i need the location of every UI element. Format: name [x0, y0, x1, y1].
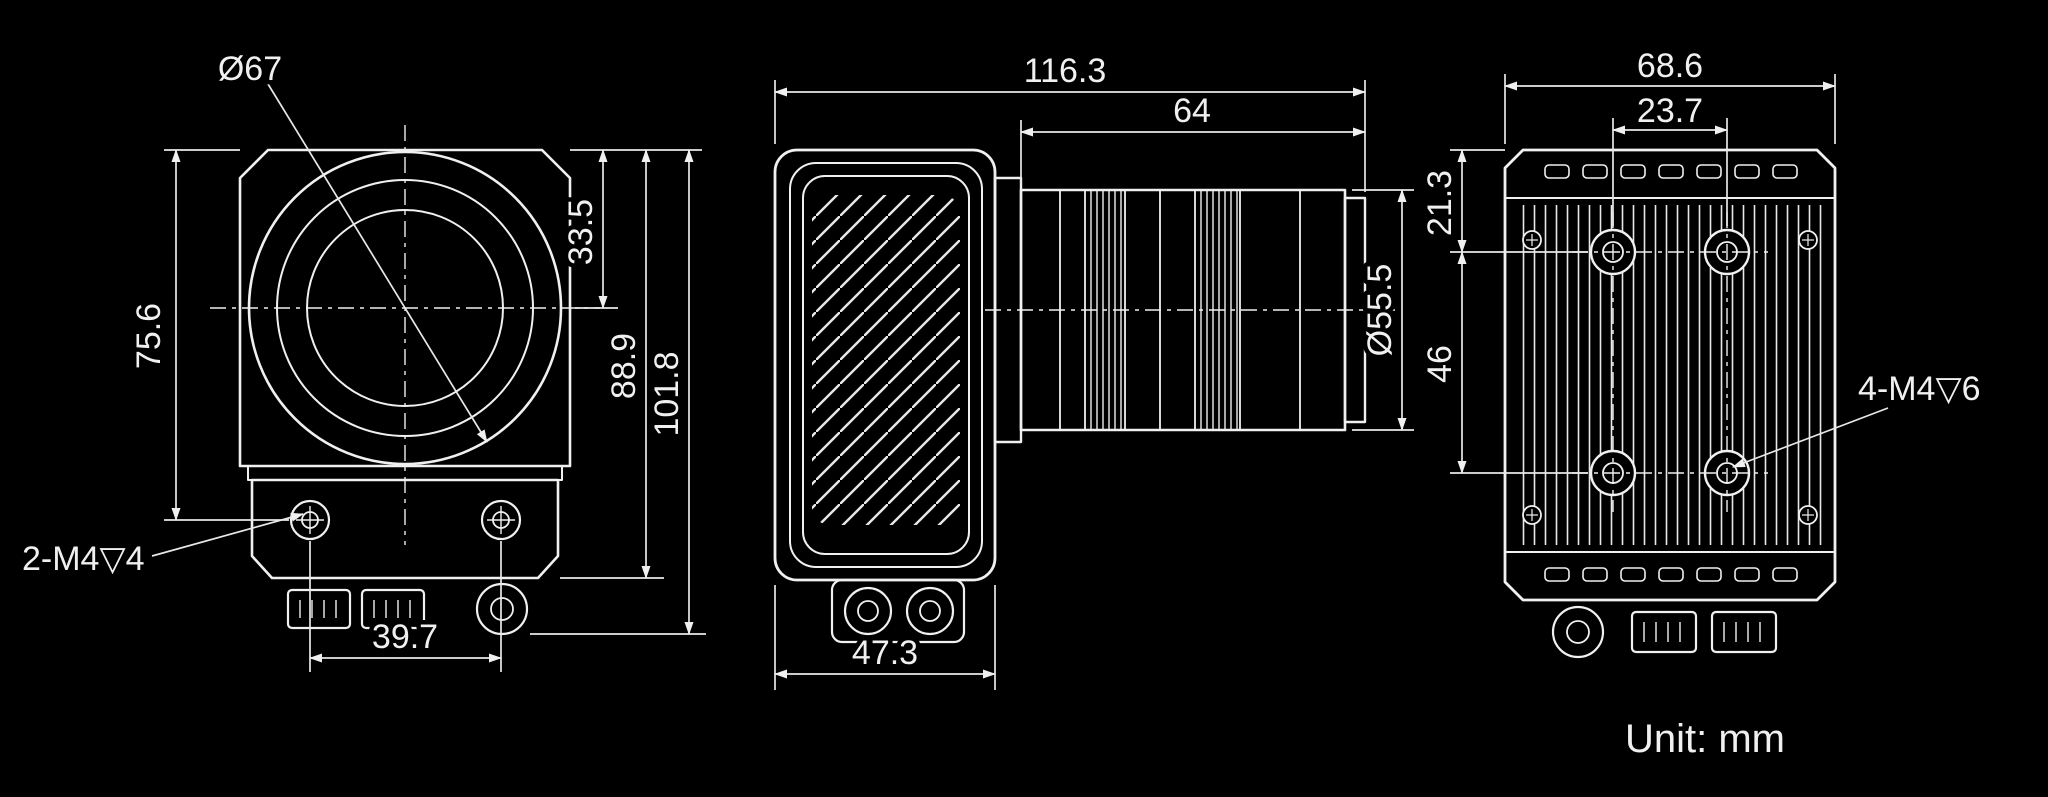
front-connectors: [286, 582, 529, 636]
rear-hole-centerlines: [1572, 212, 1768, 512]
rear-view: [1503, 148, 1837, 659]
rear-vent-slots-top: [1544, 164, 1798, 179]
rear-heatsink-fins: [1516, 205, 1824, 545]
front-body-outline: [238, 148, 572, 468]
rear-corner-screws: [1522, 230, 1818, 525]
rear-vent-slots-bottom: [1544, 567, 1798, 582]
front-center-height-label: 33.5: [562, 199, 600, 265]
side-lens-length-label: 64: [1173, 92, 1211, 130]
side-panel-outer: [789, 162, 983, 568]
front-overall-height-label: 101.8: [648, 351, 686, 436]
rear-hole-spacing-horizontal-label: 23.7: [1637, 92, 1703, 130]
front-lens-diameter-label: Ø67: [218, 50, 282, 88]
front-dimensions: [151, 83, 706, 672]
front-left-height-label: 75.6: [130, 303, 168, 369]
front-centerlines: [210, 125, 600, 545]
rear-top-to-hole-label: 21.3: [1421, 170, 1459, 236]
front-view: [210, 125, 600, 636]
front-mount-note-label: 2-M4▽4: [22, 540, 145, 578]
rear-mount-note-label: 4-M4▽6: [1858, 370, 1981, 408]
rear-body-outline: [1503, 148, 1837, 602]
side-lens-diameter-label: Ø55.5: [1361, 264, 1399, 357]
front-screw-right: [480, 499, 522, 541]
rear-dimensions: [1450, 74, 1889, 474]
rear-overall-width-label: 68.6: [1637, 47, 1703, 85]
side-view: [773, 148, 1400, 644]
front-body-height-label: 88.9: [605, 333, 643, 399]
front-screw-spacing-label: 39.7: [372, 618, 438, 656]
front-lower-body: [250, 478, 560, 580]
side-connectors: [830, 578, 966, 644]
side-panel-inner: [802, 175, 970, 555]
front-screw-left: [289, 499, 331, 541]
rear-hole-spacing-vertical-label: 46: [1421, 345, 1459, 383]
rear-connectors: [1551, 605, 1778, 659]
side-lens-ribs-2: [1200, 190, 1238, 430]
unit-label: Unit: mm: [1625, 717, 1785, 761]
side-panel-hatch: [812, 195, 960, 525]
side-body-depth-label: 47.3: [852, 634, 918, 672]
side-dimensions: [774, 80, 1414, 690]
side-overall-length-label: 116.3: [1024, 52, 1107, 90]
